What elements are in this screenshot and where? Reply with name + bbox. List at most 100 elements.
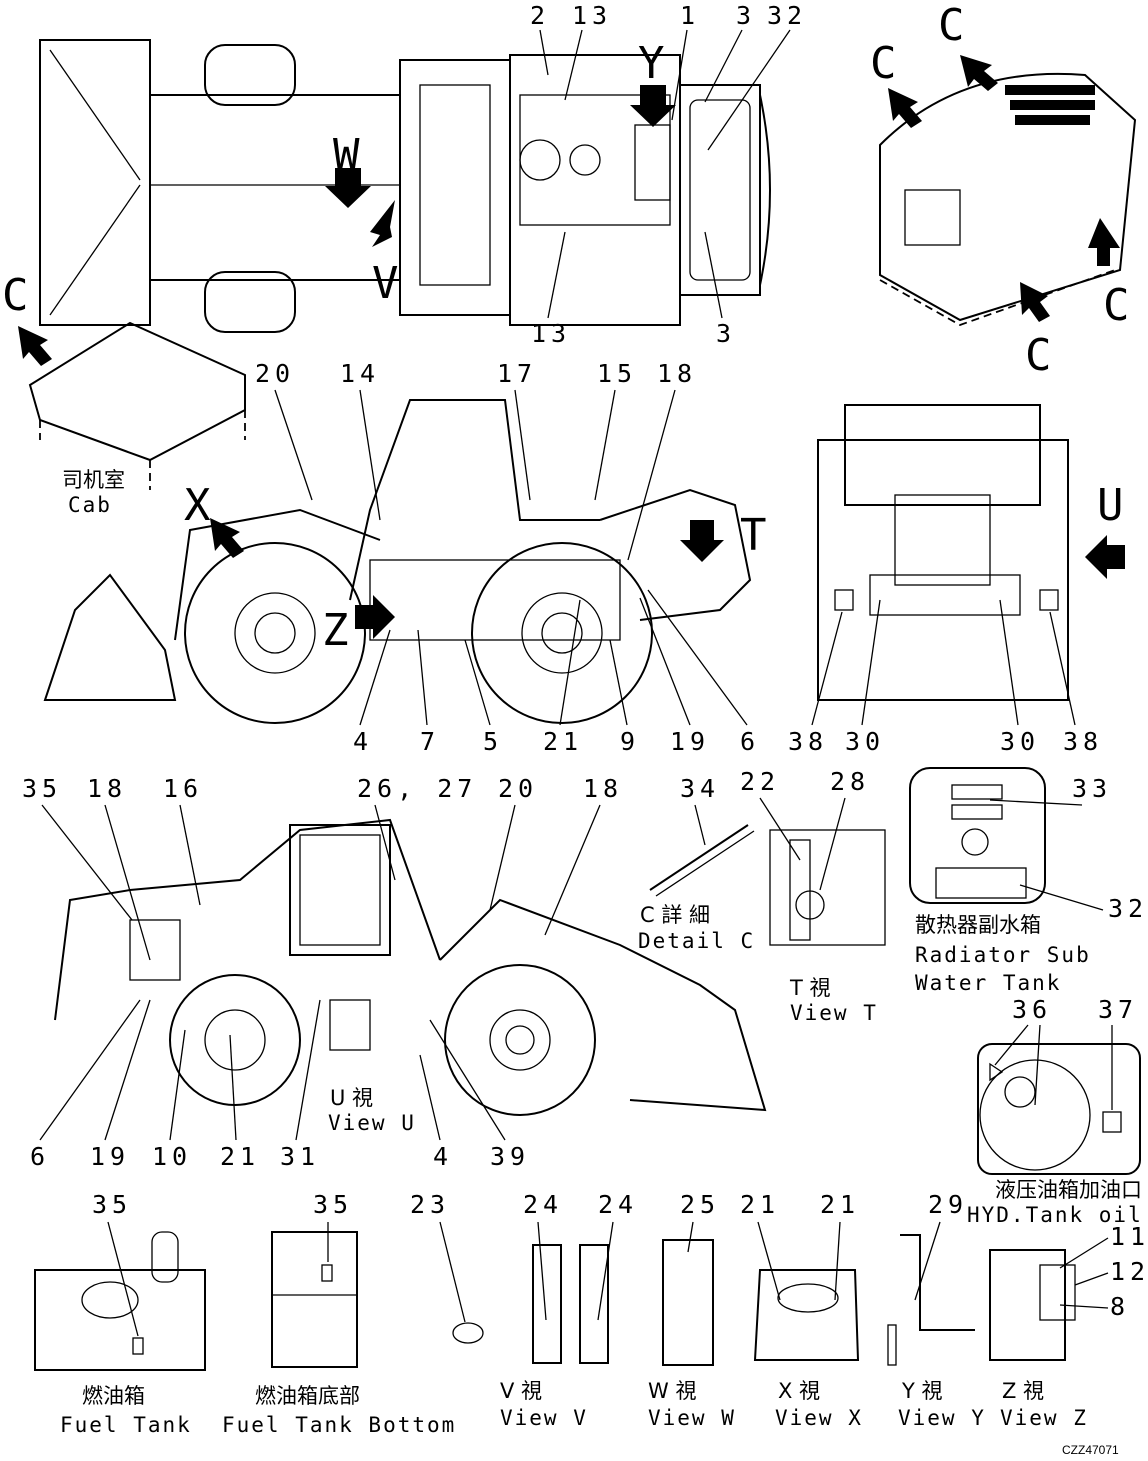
view-v-caption-cn: V 視	[500, 1379, 542, 1403]
view-letter-x: X	[184, 480, 211, 531]
callout-11: 11	[1110, 1222, 1148, 1251]
view-t: 22 28 T 視 View T	[740, 767, 886, 1025]
callout-28: 28	[830, 767, 870, 796]
callout-18: 18	[657, 359, 697, 388]
view-letter-y: Y	[638, 38, 665, 89]
callout-39: 39	[490, 1142, 530, 1171]
callout-22: 22	[740, 767, 780, 796]
callout-29: 29	[928, 1190, 968, 1219]
callouts-right: 35 18 16 26, 27 20 18 6 19 10 21 31 4 39…	[22, 774, 618, 1171]
detail-c-caption-cn: C 詳 細	[640, 903, 710, 927]
callout-18: 18	[87, 774, 127, 803]
callout-32: 32	[767, 1, 807, 30]
callout-3: 3	[736, 1, 756, 30]
top-view-drawing	[39, 39, 771, 333]
fuel-tank-caption-en: Fuel Tank	[60, 1413, 192, 1437]
callout-20: 20	[255, 359, 295, 388]
callout-10: 10	[152, 1142, 192, 1171]
callout-9: 9	[620, 727, 640, 756]
view-letter-t: T	[740, 510, 767, 561]
cab-drawing: C 司机室 Cab	[2, 270, 246, 517]
radiator-sub-tank: 33 32 散热器副水箱 Radiator Sub Water Tank	[909, 767, 1148, 995]
hood-drawing: C C C C	[870, 0, 1137, 381]
view-letter-c: C	[2, 270, 29, 321]
callout-19: 19	[670, 727, 710, 756]
detail-c-caption-en: Detail C	[638, 929, 755, 953]
view-letter-c: C	[938, 0, 965, 51]
callout-14: 14	[340, 359, 380, 388]
diagram-code: CZZ47071	[1062, 1443, 1119, 1457]
callout-24: 24	[523, 1190, 563, 1219]
view-letter-u: U	[1097, 480, 1124, 531]
hyd-caption-cn: 液压油箱加油口	[995, 1178, 1142, 1202]
callout-35: 35	[313, 1190, 353, 1219]
callout-2: 2	[530, 1, 550, 30]
view-z: 11 12 8 Z 視 View Z	[989, 1222, 1148, 1430]
callout-21: 21	[220, 1142, 260, 1171]
callout-15: 15	[597, 359, 637, 388]
view-w-caption-cn: W 視	[648, 1379, 696, 1403]
view-w: 25 W 視 View W	[648, 1190, 736, 1430]
radiator-caption-cn: 散热器副水箱	[915, 913, 1041, 937]
radiator-caption-en1: Radiator Sub	[915, 943, 1091, 967]
callout-20: 20	[498, 774, 538, 803]
rear-view-drawing: U	[817, 404, 1125, 701]
view-arrows-left: X Z T	[184, 480, 767, 656]
callout-7: 7	[420, 727, 440, 756]
callout-4: 4	[353, 727, 373, 756]
view-letter-c: C	[1103, 280, 1130, 331]
callout-8: 8	[1110, 1292, 1130, 1321]
fuel-tank-bottom: 35 燃油箱底部 Fuel Tank Bottom	[222, 1190, 456, 1437]
callout-4: 4	[433, 1142, 453, 1171]
view-t-caption-cn: T 視	[789, 976, 831, 1000]
view-y-caption-cn: Y 視	[901, 1379, 943, 1403]
view-letter-c: C	[1025, 330, 1052, 381]
view-v: 23 24 24 V 視 View V	[410, 1190, 638, 1430]
view-v-caption-en: View V	[500, 1406, 588, 1430]
callout-16: 16	[163, 774, 203, 803]
callout-21: 21	[740, 1190, 780, 1219]
fuel-tank-caption-cn: 燃油箱	[82, 1384, 145, 1408]
view-z-caption-cn: Z 視	[1002, 1379, 1044, 1403]
radiator-caption-en2: Water Tank	[915, 971, 1061, 995]
fuel-bottom-caption-cn: 燃油箱底部	[255, 1384, 360, 1408]
fuel-bottom-caption-en: Fuel Tank Bottom	[222, 1413, 456, 1437]
view-letter-v: V	[372, 258, 399, 309]
callout-37: 37	[1098, 995, 1138, 1024]
callout-38: 38	[788, 727, 828, 756]
callout-13: 13	[531, 319, 571, 348]
callout-17: 17	[497, 359, 537, 388]
view-arrows-top: Y W V	[325, 38, 676, 309]
callout-38: 38	[1063, 727, 1103, 756]
view-letter-c: C	[870, 38, 897, 89]
cab-caption-cn: 司机室	[62, 468, 125, 492]
view-u-caption-cn: U 視	[330, 1086, 373, 1110]
callout-24: 24	[598, 1190, 638, 1219]
callout-21: 21	[820, 1190, 860, 1219]
callout-12: 12	[1110, 1257, 1148, 1286]
callout-5: 5	[483, 727, 503, 756]
view-x-caption-cn: X 視	[778, 1379, 820, 1403]
callouts-left: 20 14 17 15 18 4 7 5 21 9 19 6	[255, 359, 760, 756]
fuel-tank: 35 燃油箱 Fuel Tank	[34, 1190, 206, 1437]
view-w-caption-en: View W	[648, 1406, 736, 1430]
callout-30: 30	[1000, 727, 1040, 756]
callout-35: 35	[22, 774, 62, 803]
callout-6: 6	[740, 727, 760, 756]
hyd-caption-en: HYD.Tank oil filler	[967, 1203, 1148, 1227]
callout-13: 13	[572, 1, 612, 30]
view-y: 29 Y 視 View Y	[887, 1190, 984, 1430]
callout-25: 25	[680, 1190, 720, 1219]
callout-32: 32	[1108, 894, 1148, 923]
callout-3: 3	[716, 319, 736, 348]
callout-6: 6	[30, 1142, 50, 1171]
left-side-view-drawing	[43, 399, 752, 724]
callout-1: 1	[680, 1, 700, 30]
view-x-caption-en: View X	[775, 1406, 863, 1430]
cab-caption-en: Cab	[68, 493, 112, 517]
callout-26-27: 26, 27	[357, 774, 477, 803]
view-letter-z: Z	[322, 605, 349, 656]
callout-21: 21	[543, 727, 583, 756]
hyd-tank-filler: 36 37 液压油箱加油口 HYD.Tank oil filler	[967, 995, 1148, 1227]
